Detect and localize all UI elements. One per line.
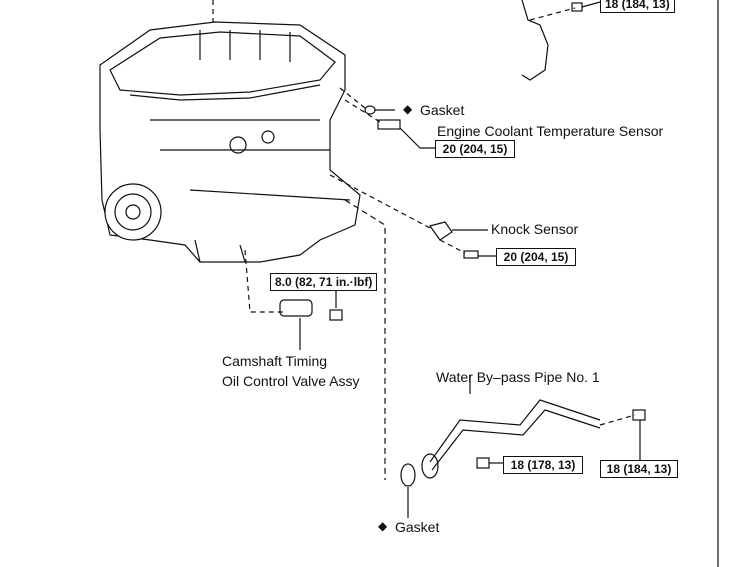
water-pipe-drawing: [400, 375, 601, 487]
bolt-icon: [571, 2, 583, 12]
ect-sensor-icon: [377, 119, 401, 130]
ocv-bolt-icon: [329, 309, 343, 321]
ocv-label-line2: Oil Control Valve Assy: [222, 373, 360, 389]
water-pipe-label: Water By–pass Pipe No. 1: [436, 369, 600, 385]
gasket-label-top: Gasket: [420, 102, 465, 118]
diamond-marker-bottom: ◆: [378, 519, 388, 533]
gasket-label-bottom: Gasket: [395, 519, 440, 535]
engine-block-drawing: [99, 21, 361, 263]
knock-bolt-icon: [463, 250, 479, 259]
ect-sensor-label: Engine Coolant Temperature Sensor: [437, 123, 664, 139]
torque-knock: 20 (204, 15): [496, 248, 576, 266]
top-pipe-drawing: [521, 0, 549, 81]
gasket-bottom-icon: [400, 463, 416, 487]
torque-pipe-bolt: 18 (184, 13): [600, 460, 678, 478]
torque-pipe-nut: 18 (178, 13): [503, 456, 583, 474]
diamond-marker: ◆: [403, 102, 413, 116]
knock-sensor-label: Knock Sensor: [491, 221, 579, 237]
knock-sensor-icon: [429, 221, 453, 241]
ocv-label-line1: Camshaft Timing: [222, 353, 328, 369]
pipe-bolt-icon: [632, 409, 646, 421]
ocv-icon: [279, 299, 313, 317]
torque-ect: 20 (204, 15): [435, 140, 515, 158]
gasket-ring-icon: [364, 105, 376, 115]
torque-top-right: 18 (184, 13): [600, 0, 675, 13]
torque-ocv: 8.0 (82, 71 in.·lbf): [270, 273, 378, 291]
